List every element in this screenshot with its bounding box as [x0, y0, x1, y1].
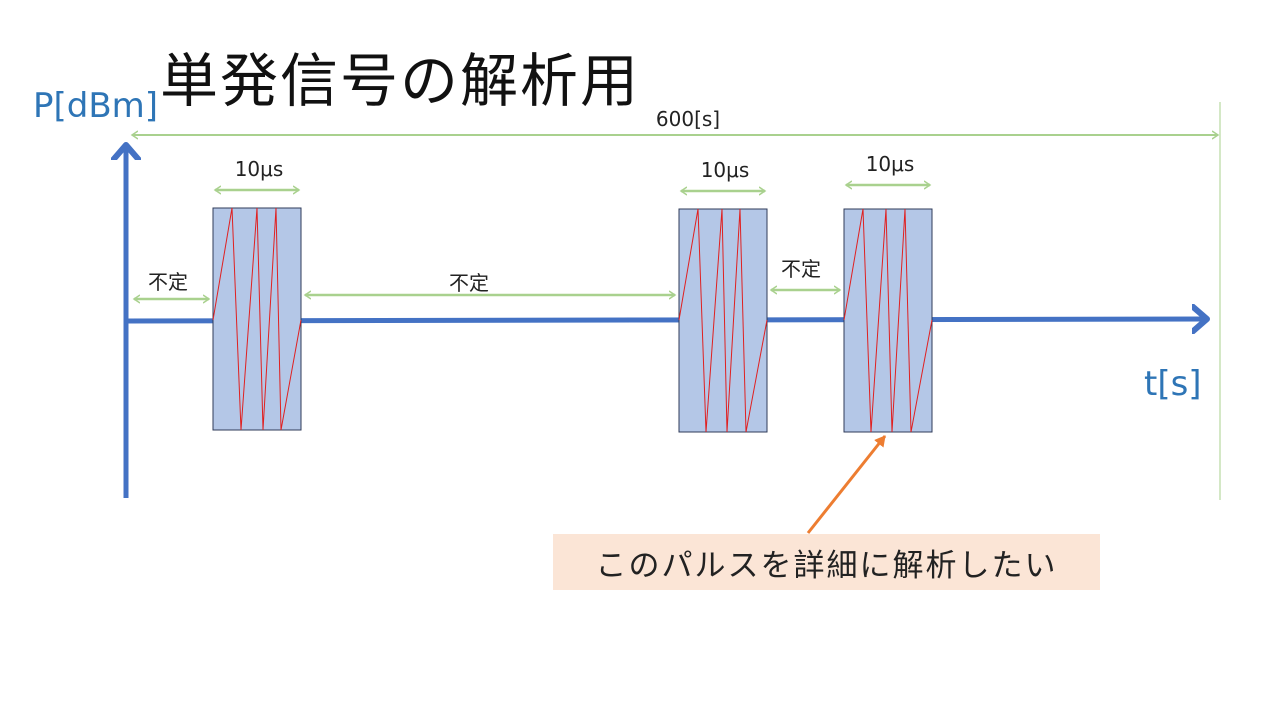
- pulse-3-waveform: [843, 208, 933, 433]
- interval-3-label: 不定: [781, 257, 821, 281]
- pulse-3: [843, 208, 933, 433]
- pulse-2: [678, 208, 768, 433]
- x-axis-label: t[s]: [1144, 364, 1202, 404]
- x-axis: [125, 319, 1207, 321]
- interval-1-label: 不定: [148, 270, 188, 294]
- pulse-1: [212, 207, 302, 431]
- callout-text: このパルスを詳細に解析したい: [595, 547, 1058, 584]
- callout-arrow: [806, 435, 887, 534]
- y-axis-label: P[dBm]: [33, 86, 159, 126]
- total-duration-label: 600[s]: [655, 107, 721, 131]
- callout-box: このパルスを詳細に解析したい: [553, 534, 1100, 590]
- pulse-2-width-label: 10μs: [700, 158, 750, 182]
- interval-2-label: 不定: [449, 271, 489, 295]
- pulse-2-waveform: [678, 208, 768, 433]
- pulse-3-width-label: 10μs: [865, 152, 915, 176]
- slide-title: 単発信号の解析用: [160, 47, 641, 115]
- pulse-1-width-label: 10μs: [234, 157, 284, 181]
- pulse-1-waveform: [212, 207, 302, 431]
